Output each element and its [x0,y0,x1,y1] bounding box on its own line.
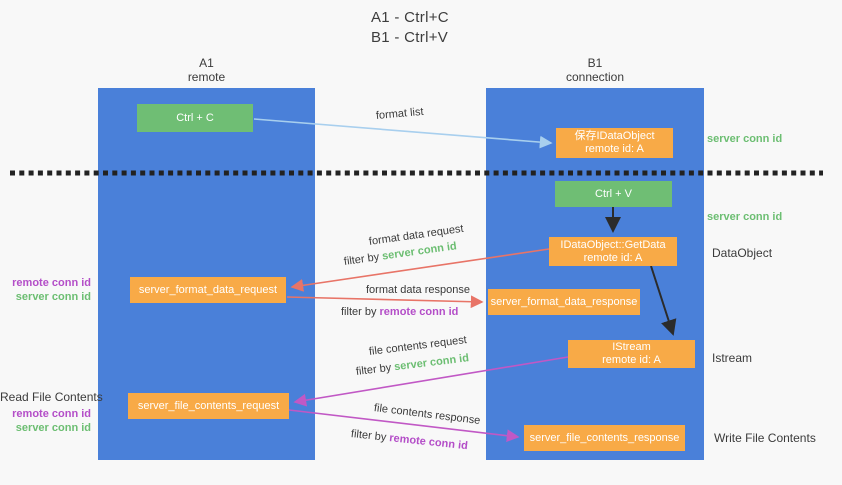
label-server-conn-id-filter-2: server conn id [393,352,470,374]
node-server-format-data-request-label: server_format_data_request [138,283,278,296]
annotation-server-conn-id-right-top: server conn id [707,133,783,145]
annotation-remote-conn-id-left-bottom: remote conn id [12,408,91,420]
lane-a1-role: remote [187,70,226,84]
title-line-1: A1 - Ctrl+C [371,9,449,26]
node-server-file-contents-request-label: server_file_contents_request [137,399,280,412]
annotation-istream: Istream [712,351,753,365]
annotation-read-file-contents: Read File Contents [0,390,103,404]
label-filter-by-3: filter by [355,361,392,378]
node-save-idataobject-line1: 保存IDataObject [574,130,655,142]
node-istream-line2: remote id: A [602,354,661,366]
lane-b1-role: connection [565,70,625,84]
label-filter-by-2: filter by [341,306,377,318]
node-server-file-contents-response: server_file_contents_response [524,425,685,451]
annotation-dataobject: DataObject [712,246,773,260]
node-server-format-data-response: server_format_data_response [488,289,640,315]
node-idataobject-getdata-line1: IDataObject::GetData [560,238,666,251]
node-ctrl-c: Ctrl + C [137,104,253,132]
lane-b1-name: B1 [587,56,603,70]
node-save-idataobject: 保存IDataObject remote id: A [556,128,673,158]
lane-header-b1: B1 connection [486,56,704,84]
node-ctrl-c-label: Ctrl + C [176,111,214,124]
node-istream-line1: IStream [612,341,651,353]
label-file-contents-response: file contents response [373,402,481,427]
label-filter-format-request: filter by server conn id [343,240,457,268]
node-server-format-data-request: server_format_data_request [130,277,286,303]
annotation-server-conn-id-left-top: server conn id [15,291,91,303]
label-remote-conn-id-filter-1: remote conn id [379,306,459,318]
title-line-2: B1 - Ctrl+V [371,29,449,46]
annotation-write-file-contents: Write File Contents [714,431,816,445]
node-istream: IStream remote id: A [568,340,695,368]
annotation-remote-conn-id-left-top: remote conn id [12,277,91,289]
node-save-idataobject-line2: remote id: A [585,143,644,155]
label-filter-file-response: filter by remote conn id [350,428,468,452]
lane-a1-name: A1 [199,56,214,70]
arrow-format-data-response [286,295,484,309]
node-ctrl-v-label: Ctrl + V [595,187,632,200]
node-server-file-contents-request: server_file_contents_request [128,393,289,419]
node-idataobject-getdata-line2: remote id: A [583,251,643,264]
diagram-title: A1 - Ctrl+C B1 - Ctrl+V [371,8,449,48]
label-filter-by-1: filter by [343,251,380,268]
label-filter-by-4: filter by [350,428,387,444]
label-format-data-response: format data response [366,284,470,296]
node-ctrl-v: Ctrl + V [555,181,672,207]
annotation-server-conn-id-left-bottom: server conn id [15,422,91,434]
node-idataobject-getdata: IDataObject::GetData remote id: A [549,237,677,266]
annotation-server-conn-id-right-mid: server conn id [707,211,783,223]
lane-header-a1: A1 remote [98,56,315,84]
label-remote-conn-id-filter-2: remote conn id [388,432,469,453]
label-filter-format-response: filter by remote conn id [341,306,458,318]
label-format-list: format list [375,105,425,122]
node-server-file-contents-response-label: server_file_contents_response [529,431,680,444]
node-server-format-data-response-label: server_format_data_response [490,295,638,308]
